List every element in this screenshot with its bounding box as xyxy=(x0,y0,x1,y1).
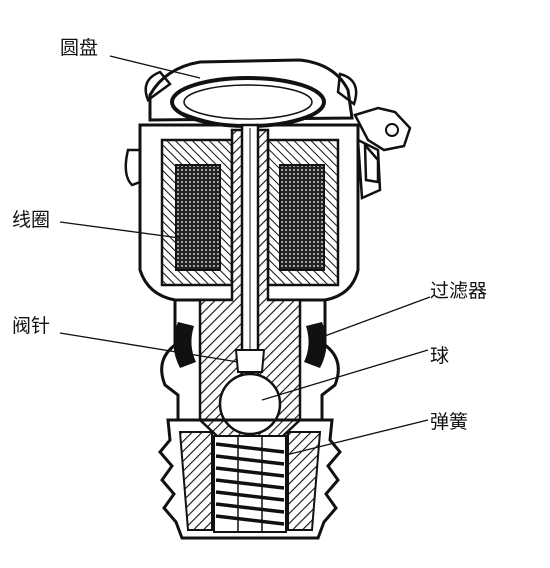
label-disc: 圆盘 xyxy=(60,37,98,59)
leader-spring xyxy=(285,419,429,456)
spring xyxy=(213,435,287,533)
disc xyxy=(170,76,326,128)
label-spring: 弹簧 xyxy=(430,411,468,433)
leader-disc xyxy=(109,55,201,79)
label-coil: 线圈 xyxy=(12,209,50,231)
leader-needle xyxy=(59,332,239,363)
nozzle-body xyxy=(158,418,342,540)
leader-ball xyxy=(261,349,429,401)
label-needle: 阀针 xyxy=(12,315,50,337)
ball xyxy=(218,372,282,436)
connector-terminal-icon xyxy=(353,106,412,184)
filter xyxy=(173,322,327,368)
valve-needle xyxy=(234,123,266,382)
leader-filter xyxy=(313,296,431,341)
label-ball: 球 xyxy=(430,345,449,367)
leader-coil xyxy=(59,221,181,239)
label-filter: 过滤器 xyxy=(430,280,487,302)
